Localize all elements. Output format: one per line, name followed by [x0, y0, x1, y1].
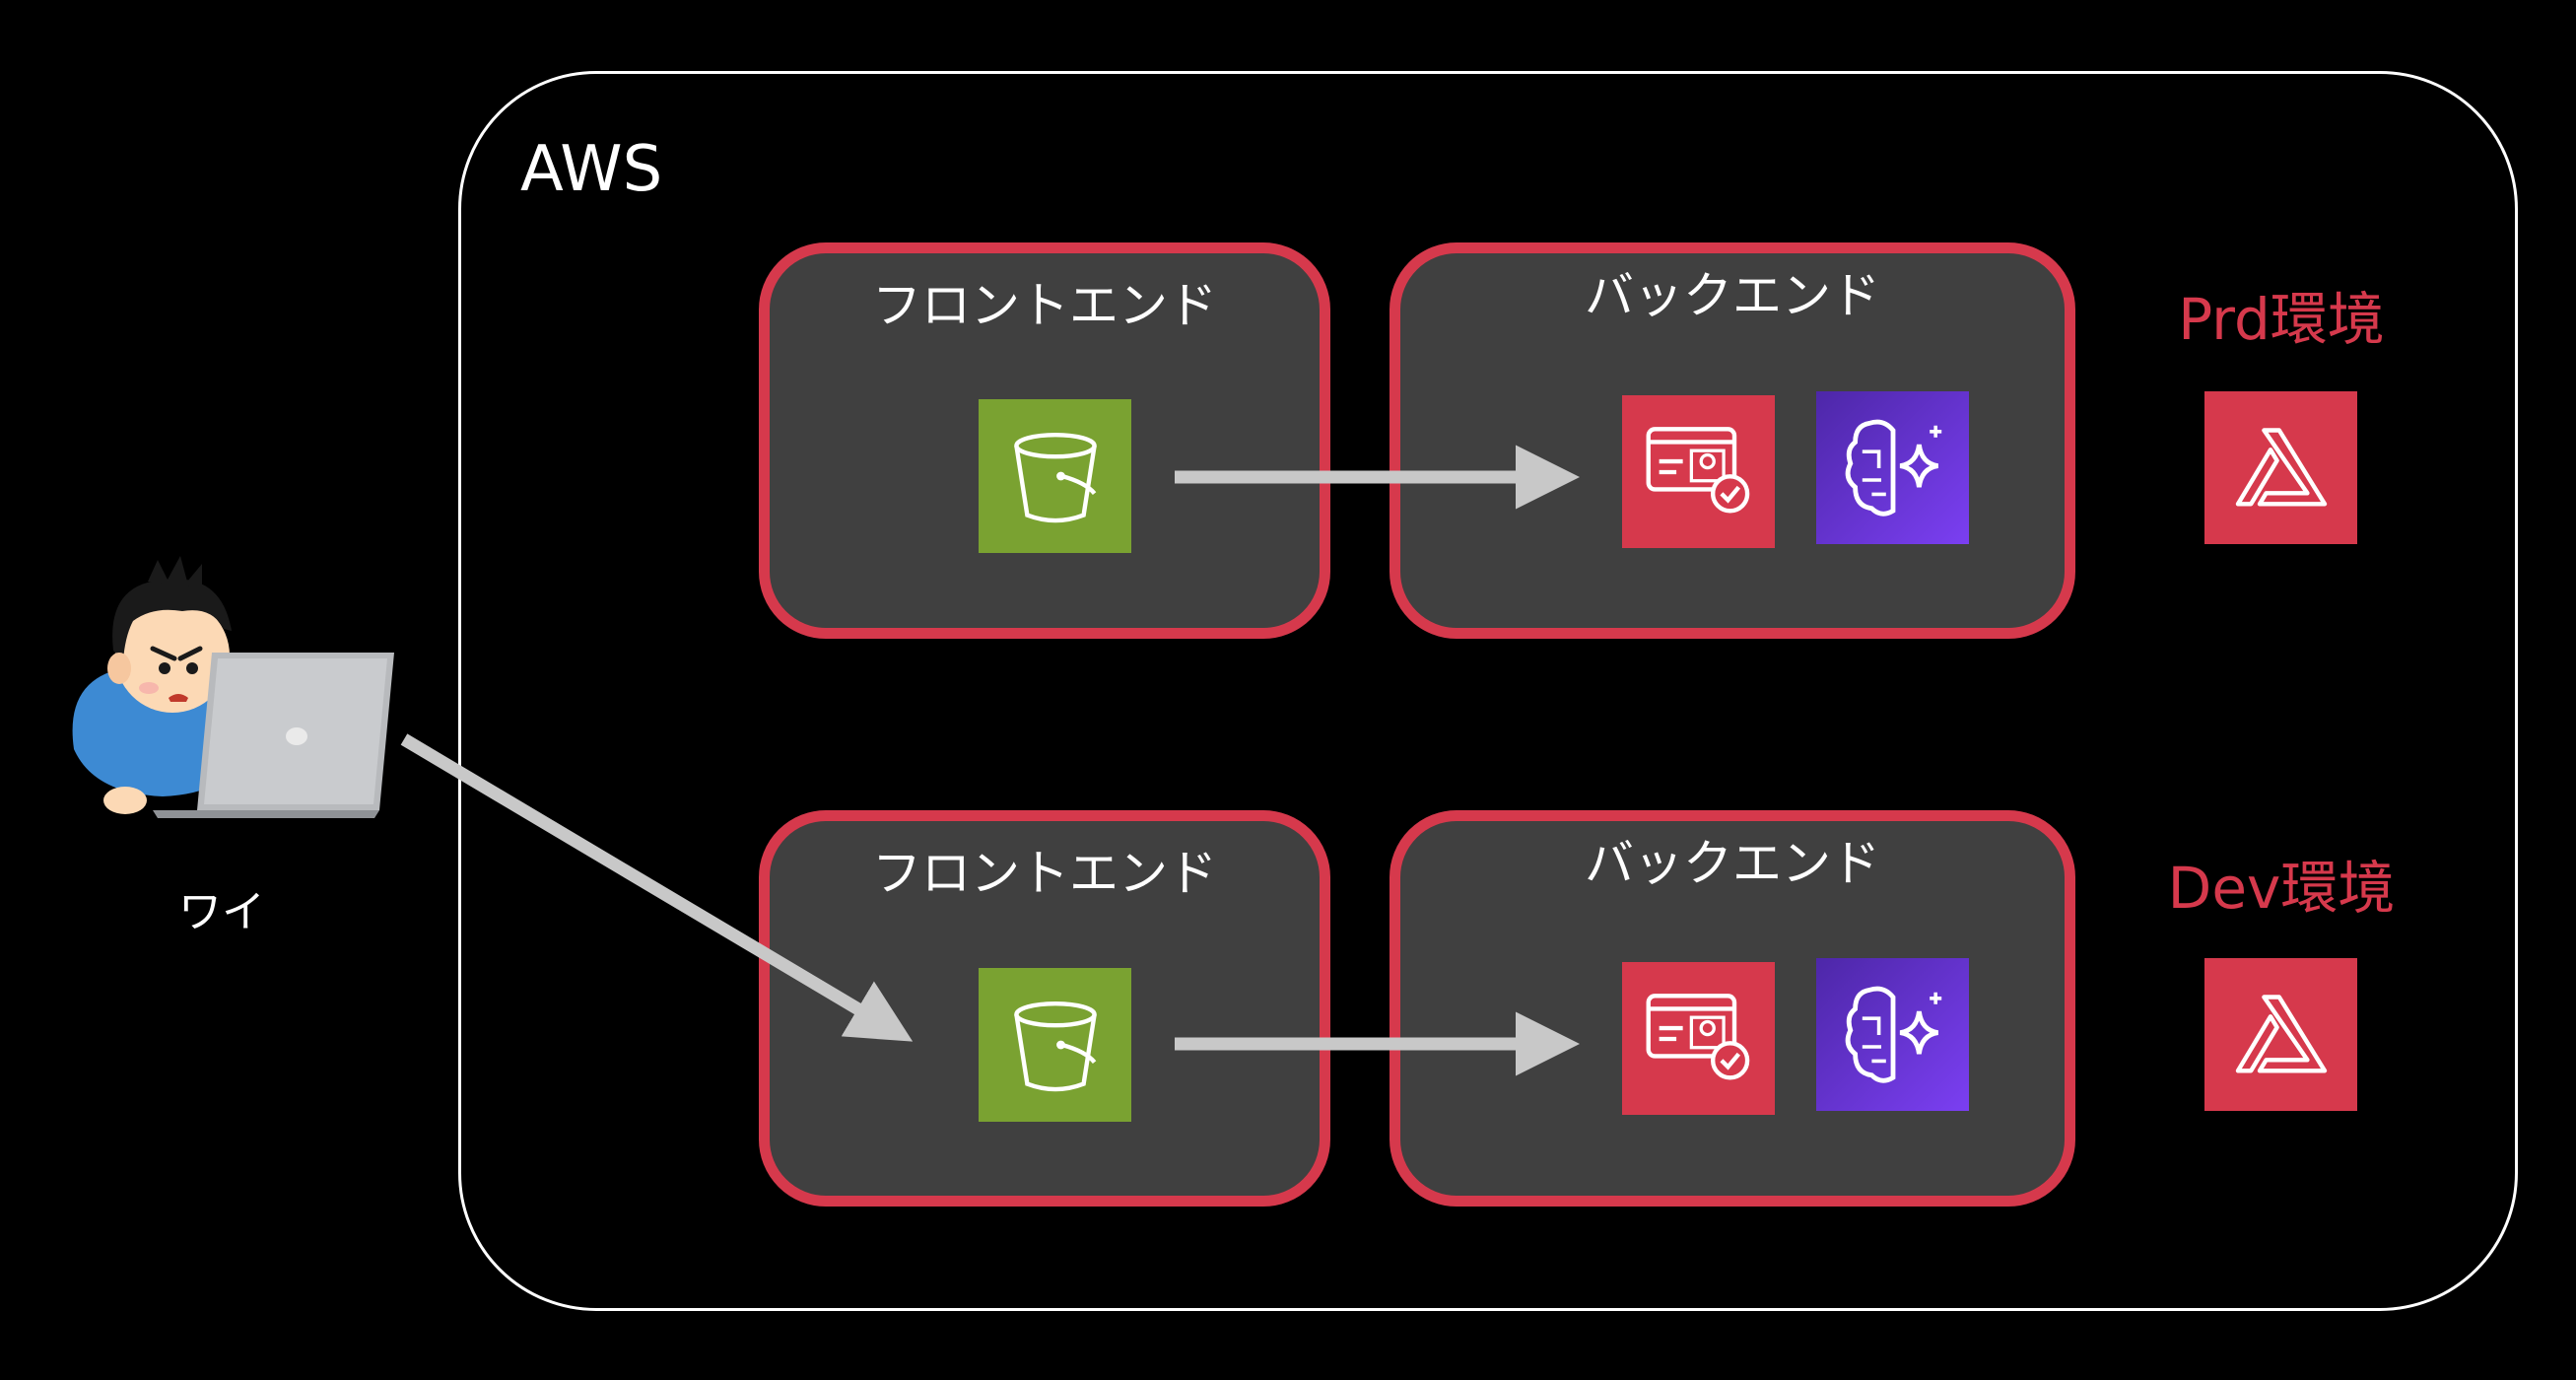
cognito-icon [1622, 962, 1775, 1115]
bedrock-icon [1816, 391, 1969, 544]
amplify-icon [2204, 391, 2357, 544]
amplify-icon [2204, 958, 2357, 1111]
prd-backend-label: バックエンド [1585, 267, 1880, 324]
cognito-icon [1622, 395, 1775, 548]
prd-frontend-label: フロントエンド [872, 277, 1217, 334]
prd-env-label: Prd環境 [2178, 286, 2385, 353]
aws-label: AWS [520, 133, 663, 206]
user-illustration [72, 556, 394, 818]
dev-env-label: Dev環境 [2167, 855, 2396, 922]
s3-bucket-icon [979, 399, 1131, 553]
dev-backend-label: バックエンド [1585, 835, 1880, 892]
aws-cloud-boundary [458, 71, 2518, 1311]
bedrock-icon [1816, 958, 1969, 1111]
dev-frontend-label: フロントエンド [872, 845, 1217, 902]
user-label: ワイ [178, 887, 265, 937]
arrow-user-to-dev-frontend [400, 733, 914, 1042]
s3-bucket-icon [979, 968, 1131, 1122]
